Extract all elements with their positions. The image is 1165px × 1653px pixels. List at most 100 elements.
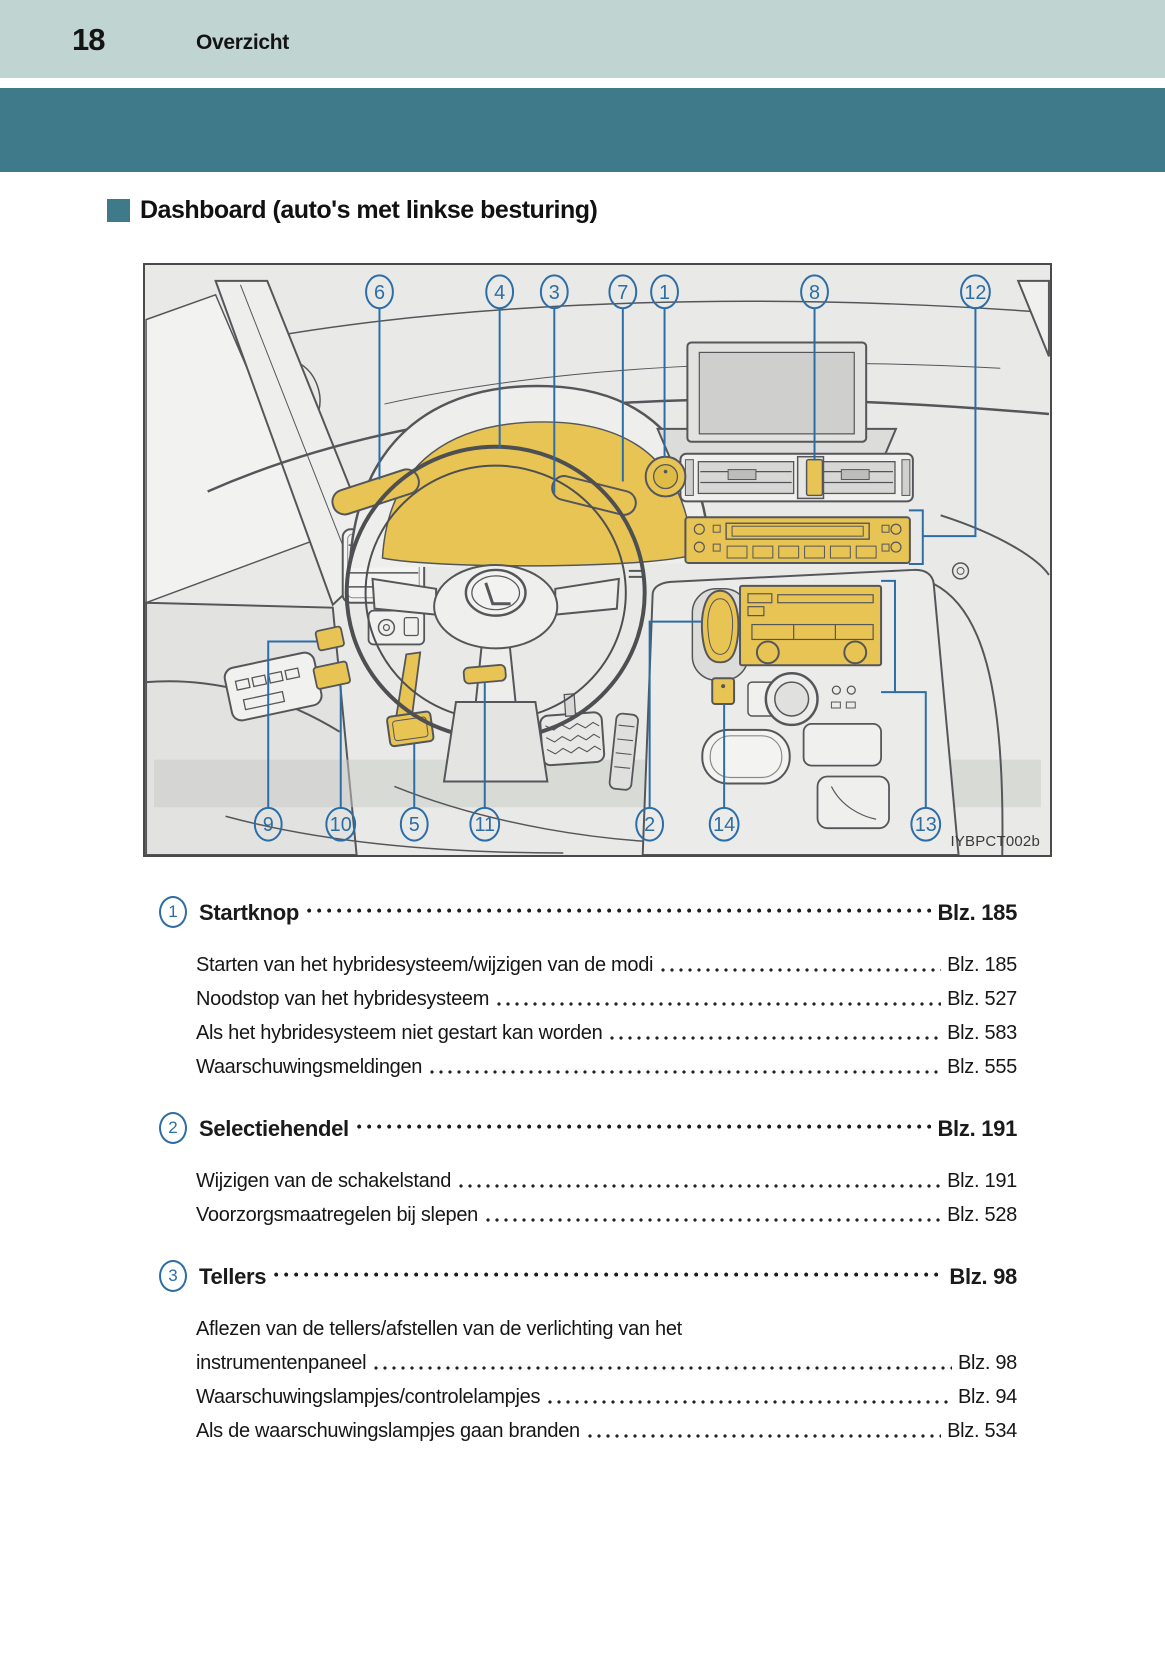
dot-leader [486, 1218, 942, 1222]
page-number: 18 [72, 22, 105, 57]
legend-item-startknop: 1 Startknop Blz. 185 Starten van het hyb… [159, 893, 1017, 1079]
switch-9-highlight [314, 625, 345, 652]
callout-number-1: 1 [659, 282, 670, 304]
legend-subitem: instrumentenpaneel Blz. 98 [196, 1341, 1017, 1375]
dot-leader [306, 907, 932, 913]
item-page-ref: Blz. 98 [949, 1264, 1017, 1289]
callout-number-4: 4 [494, 282, 505, 304]
callout-number-3: 3 [549, 282, 560, 304]
dashboard-illustration: 6 4 3 7 1 8 12 9 10 5 [143, 263, 1052, 857]
lower-left-panel [367, 609, 426, 646]
callout-number-9: 9 [263, 814, 274, 836]
subitem-label: Voorzorgsmaatregelen bij slepen [196, 1204, 478, 1226]
subitem-page-ref: Blz. 98 [957, 1352, 1017, 1374]
armrest-box [816, 775, 890, 830]
subitem-label: Als de waarschuwingslampjes gaan branden [196, 1420, 580, 1442]
subitem-page-ref: Blz. 94 [957, 1386, 1017, 1408]
subitem-label: instrumentenpaneel [196, 1352, 367, 1374]
console-button-dot [721, 684, 726, 689]
lexus-logo-icon [484, 582, 511, 606]
legend-subitem: Als het hybridesysteem niet gestart kan … [196, 1011, 1017, 1045]
windshield-reflection-line [384, 362, 1001, 405]
glovebox-line [940, 514, 1050, 576]
subitem-page-ref: Blz. 555 [947, 1056, 1017, 1078]
climate-control-panel-highlight [684, 516, 911, 564]
subitem-page-ref: Blz. 527 [947, 988, 1017, 1010]
callout-number-6: 6 [374, 282, 385, 304]
legend-subitem: Wijzigen van de schakelstand Blz. 191 [196, 1159, 1017, 1193]
legend-subitem: Waarschuwingslampjes/controlelampjes Blz… [196, 1375, 1017, 1409]
armrest-box-line [830, 786, 877, 820]
item-number-circle: 1 [159, 896, 187, 928]
console-side-line [933, 582, 1004, 855]
dot-leader [661, 968, 942, 972]
dot-leader [430, 1070, 942, 1074]
callout-number-7: 7 [617, 282, 628, 304]
chapter-color-band [0, 88, 1165, 172]
subitem-label: Noodstop van het hybridesysteem [196, 988, 490, 1010]
subitem-page-ref: Blz. 583 [947, 1022, 1017, 1044]
tilt-lever-highlight [462, 664, 507, 685]
dot-leader [497, 1002, 942, 1006]
subitem-label: Starten van het hybridesysteem/wijzigen … [196, 954, 654, 976]
dot-leader [610, 1036, 942, 1040]
legend-subitem: Als de waarschuwingslampjes gaan branden… [196, 1409, 1017, 1443]
item-label: Selectiehendel [199, 1116, 349, 1141]
start-button-inner [652, 464, 679, 490]
console-button-highlight [711, 677, 736, 706]
right-pillar [1016, 279, 1050, 357]
item-number-circle: 2 [159, 1112, 187, 1144]
subitem-page-ref: Blz. 185 [947, 954, 1017, 976]
callout-leader-lines [267, 308, 977, 808]
item-label: Tellers [199, 1264, 267, 1289]
dot-leader [374, 1366, 952, 1370]
window-switch-panel [223, 651, 323, 722]
subitem-label: Wijzigen van de schakelstand [196, 1170, 452, 1192]
dot-leader [274, 1271, 944, 1277]
subitem-label-line1: Aflezen van de tellers/afstellen van de … [196, 1318, 682, 1340]
callout-number-10: 10 [330, 814, 352, 836]
glovebox-handle-inner [956, 566, 965, 575]
page-header: 18 Overzicht [0, 0, 1165, 78]
vent-control-highlight [805, 458, 824, 497]
callout-number-12: 12 [964, 282, 986, 304]
accelerator-pedal [608, 712, 639, 791]
cupholder-inner [709, 735, 783, 779]
dot-leader [548, 1400, 952, 1404]
console-knob-area [747, 671, 856, 727]
callout-number-5: 5 [409, 814, 420, 836]
callout-number-14: 14 [713, 814, 735, 836]
legend-subitem: Waarschuwingsmeldingen Blz. 555 [196, 1045, 1017, 1079]
item-page-ref: Blz. 191 [937, 1116, 1017, 1141]
section-title: Dashboard (auto's met linkse besturing) [140, 196, 598, 224]
section-bullet-square [107, 199, 130, 222]
switch-10-highlight [312, 660, 351, 690]
legend-subitem: Noodstop van het hybridesysteem Blz. 527 [196, 977, 1017, 1011]
callout-number-11: 11 [474, 814, 495, 836]
subitem-label: Waarschuwingslampjes/controlelampjes [196, 1386, 541, 1408]
legend-item-tellers: 3 Tellers Blz. 98 Aflezen van de tellers… [159, 1257, 1017, 1443]
callout-markers: 6 4 3 7 1 8 12 9 10 5 [253, 274, 991, 842]
dot-leader [459, 1184, 942, 1188]
subitem-page-ref: Blz. 191 [947, 1170, 1017, 1192]
glovebox-handle [951, 562, 970, 580]
section-heading: Dashboard (auto's met linkse besturing) [107, 196, 598, 225]
subitem-page-ref: Blz. 528 [947, 1204, 1017, 1226]
cupholder [701, 728, 791, 785]
callout-number-13: 13 [915, 814, 937, 836]
shift-lever-highlight [700, 589, 740, 664]
audio-panel-highlight [739, 584, 883, 667]
legend-subitem: Starten van het hybridesysteem/wijzigen … [196, 943, 1017, 977]
floor-line-2 [225, 815, 564, 854]
multi-information-display [656, 341, 898, 470]
legend-subitem: Voorzorgsmaatregelen bij slepen Blz. 528 [196, 1193, 1017, 1227]
center-air-vents [679, 452, 914, 503]
console-tray [802, 722, 882, 767]
subitem-label: Als het hybridesysteem niet gestart kan … [196, 1022, 603, 1044]
chapter-title: Overzicht [196, 31, 289, 54]
subitem-label: Waarschuwingsmeldingen [196, 1056, 423, 1078]
figure-code: IYBPCT002b [950, 833, 1040, 850]
start-button-dot [663, 469, 668, 474]
subitem-page-ref: Blz. 534 [947, 1420, 1017, 1442]
